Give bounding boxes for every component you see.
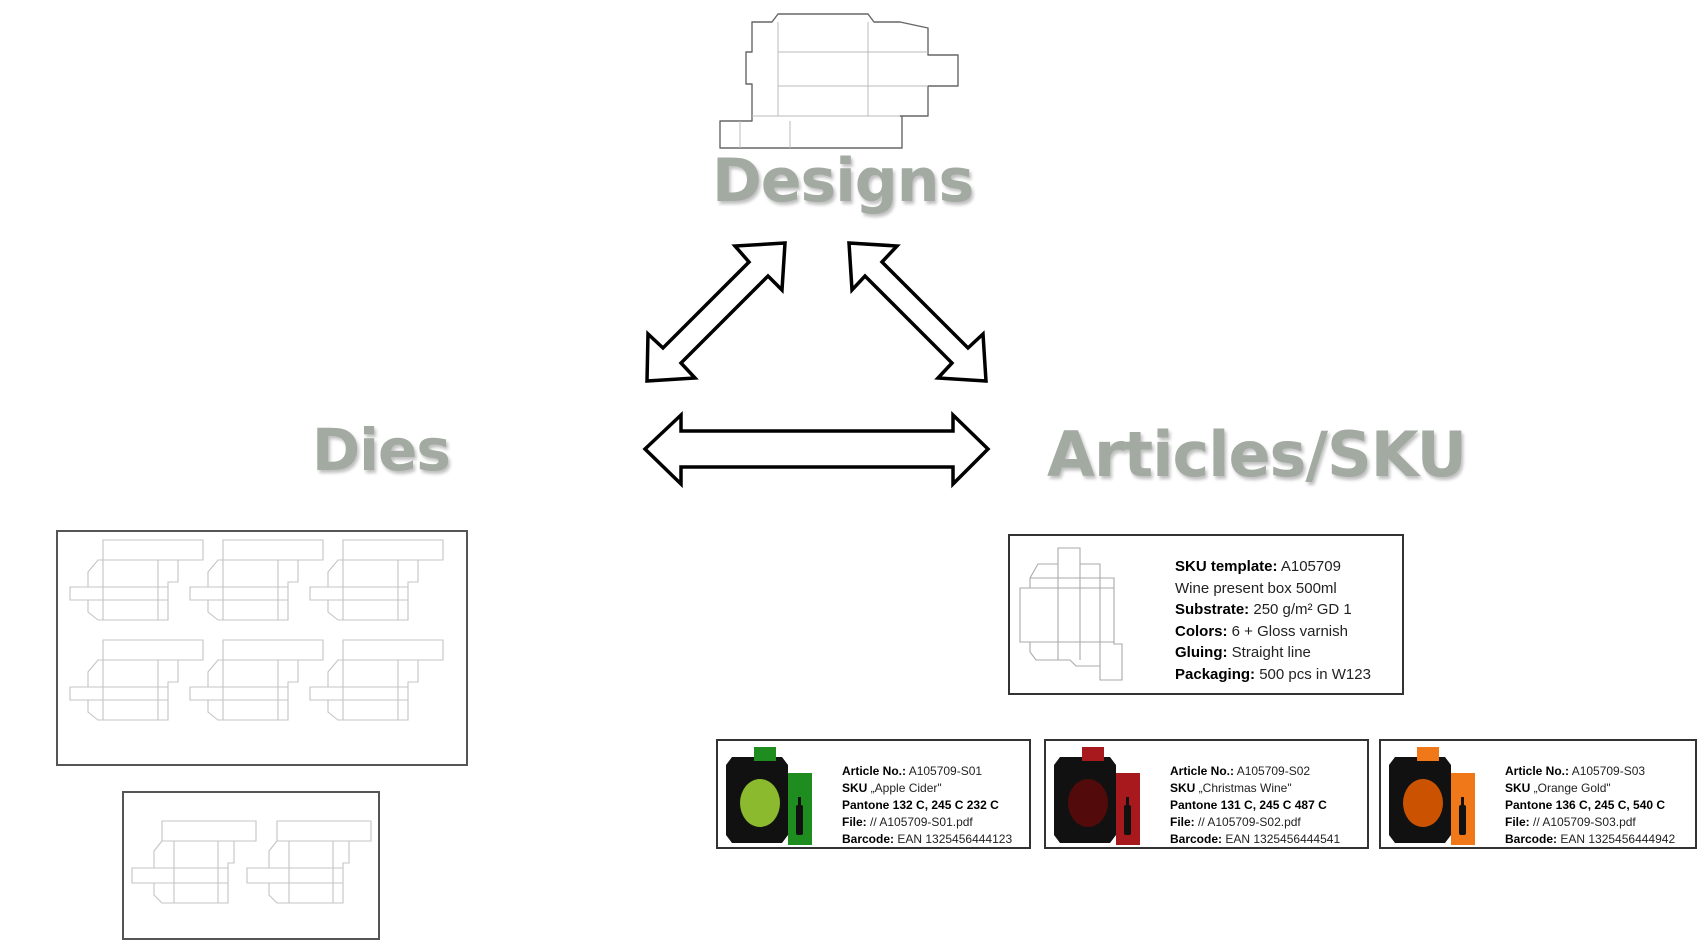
- articles-sku-heading: Articles/SKU: [1047, 418, 1467, 491]
- info-line: Barcode: EAN 1325456444123: [842, 831, 1012, 848]
- info-label: Article No.:: [1505, 764, 1570, 778]
- bottle-silhouette: [1124, 805, 1131, 835]
- sku-dieline-icon: [1019, 547, 1123, 681]
- box-front-glow: [1403, 779, 1443, 827]
- info-line: File: // A105709-S02.pdf: [1170, 814, 1340, 831]
- info-label: SKU: [842, 781, 868, 795]
- info-line: Colors: 6 + Gloss varnish: [1175, 621, 1371, 643]
- info-line: SKU „Apple Cider": [842, 780, 1012, 797]
- info-label: File:: [842, 815, 867, 829]
- bottle-silhouette: [1459, 805, 1466, 835]
- info-value: EAN 1325456444541: [1222, 832, 1341, 846]
- info-label: Colors:: [1175, 622, 1228, 640]
- designs-heading: Designs: [712, 146, 974, 216]
- info-line: SKU template: A105709: [1175, 556, 1371, 578]
- info-label: SKU: [1505, 781, 1531, 795]
- bottle-neck: [798, 797, 801, 807]
- info-line: Substrate: 250 g/m² GD 1: [1175, 599, 1371, 621]
- info-label: File:: [1505, 815, 1530, 829]
- info-line: Pantone 131 C, 245 C 487 C: [1170, 797, 1340, 814]
- box-top-tab: [1082, 747, 1104, 761]
- die-layout-6-up: [69, 539, 444, 721]
- info-value: „Apple Cider": [867, 781, 942, 795]
- info-line: Article No.: A105709-S02: [1170, 763, 1340, 780]
- info-value: A105709-S03: [1569, 764, 1646, 778]
- bottle-neck: [1461, 797, 1464, 807]
- info-label: Gluing:: [1175, 644, 1228, 661]
- info-line: Pantone 136 C, 245 C, 540 C: [1505, 797, 1675, 814]
- info-label: Substrate:: [1175, 601, 1250, 618]
- info-line: Article No.: A105709-S03: [1505, 763, 1675, 780]
- info-label: Barcode:: [842, 832, 895, 846]
- info-line: Article No.: A105709-S01: [842, 763, 1012, 780]
- article-box-artwork: [1054, 747, 1140, 845]
- box-top-tab: [754, 747, 776, 761]
- info-label: SKU: [1170, 781, 1196, 795]
- article-box-artwork: [1389, 747, 1475, 845]
- info-line: SKU „Orange Gold": [1505, 780, 1675, 797]
- info-value: 500 pcs in W123: [1255, 665, 1371, 683]
- info-value: „Orange Gold": [1530, 781, 1611, 795]
- info-value: EAN 1325456444123: [894, 832, 1013, 846]
- info-line: SKU „Christmas Wine": [1170, 780, 1340, 797]
- info-label: Barcode:: [1170, 832, 1223, 846]
- info-value: EAN 1325456444942: [1557, 832, 1676, 846]
- info-line: Gluing: Straight line: [1175, 642, 1371, 664]
- arrow-designs-dies: [645, 241, 787, 383]
- info-label: Article No.:: [1170, 764, 1235, 778]
- info-label: Article No.:: [842, 764, 907, 778]
- info-line: Wine present box 500ml: [1175, 578, 1371, 600]
- info-value: A105709-S01: [906, 764, 983, 778]
- info-value: Straight line: [1227, 644, 1311, 661]
- info-value: Wine present box 500ml: [1175, 579, 1337, 597]
- info-line: Packaging: 500 pcs in W123: [1175, 664, 1371, 686]
- info-line: File: // A105709-S01.pdf: [842, 814, 1012, 831]
- info-label: Pantone 131 C, 245 C 487 C: [1170, 798, 1327, 812]
- info-value: // A105709-S02.pdf: [1194, 815, 1301, 829]
- info-value: // A105709-S01.pdf: [866, 815, 973, 829]
- box-front-glow: [740, 779, 780, 827]
- box-top-tab: [1417, 747, 1439, 761]
- arrow-dies-articles: [642, 410, 991, 489]
- bottle-silhouette: [796, 805, 803, 835]
- info-label: Packaging:: [1175, 665, 1256, 683]
- info-label: File:: [1170, 815, 1195, 829]
- info-line: File: // A105709-S03.pdf: [1505, 814, 1675, 831]
- die-sheet-large: [56, 530, 468, 766]
- info-value: 250 g/m² GD 1: [1249, 601, 1352, 618]
- info-value: A105709: [1277, 558, 1341, 575]
- info-value: A105709-S02: [1234, 764, 1311, 778]
- info-label: Pantone 136 C, 245 C, 540 C: [1505, 798, 1666, 812]
- info-label: Barcode:: [1505, 832, 1558, 846]
- dies-heading: Dies: [312, 416, 451, 484]
- bottle-neck: [1126, 797, 1129, 807]
- info-label: Pantone 132 C, 245 C 232 C: [842, 798, 999, 812]
- info-line: Barcode: EAN 1325456444942: [1505, 831, 1675, 848]
- article-box-artwork: [726, 747, 812, 845]
- box-front-glow: [1068, 779, 1108, 827]
- info-value: 6 + Gloss varnish: [1227, 622, 1348, 640]
- die-sheet-small: [122, 791, 380, 940]
- info-value: // A105709-S03.pdf: [1529, 815, 1636, 829]
- die-layout-2-up: [131, 820, 372, 904]
- arrow-designs-articles: [847, 241, 988, 383]
- info-line: Pantone 132 C, 245 C 232 C: [842, 797, 1012, 814]
- info-line: Barcode: EAN 1325456444541: [1170, 831, 1340, 848]
- info-label: SKU template:: [1175, 558, 1278, 575]
- info-value: „Christmas Wine": [1195, 781, 1292, 795]
